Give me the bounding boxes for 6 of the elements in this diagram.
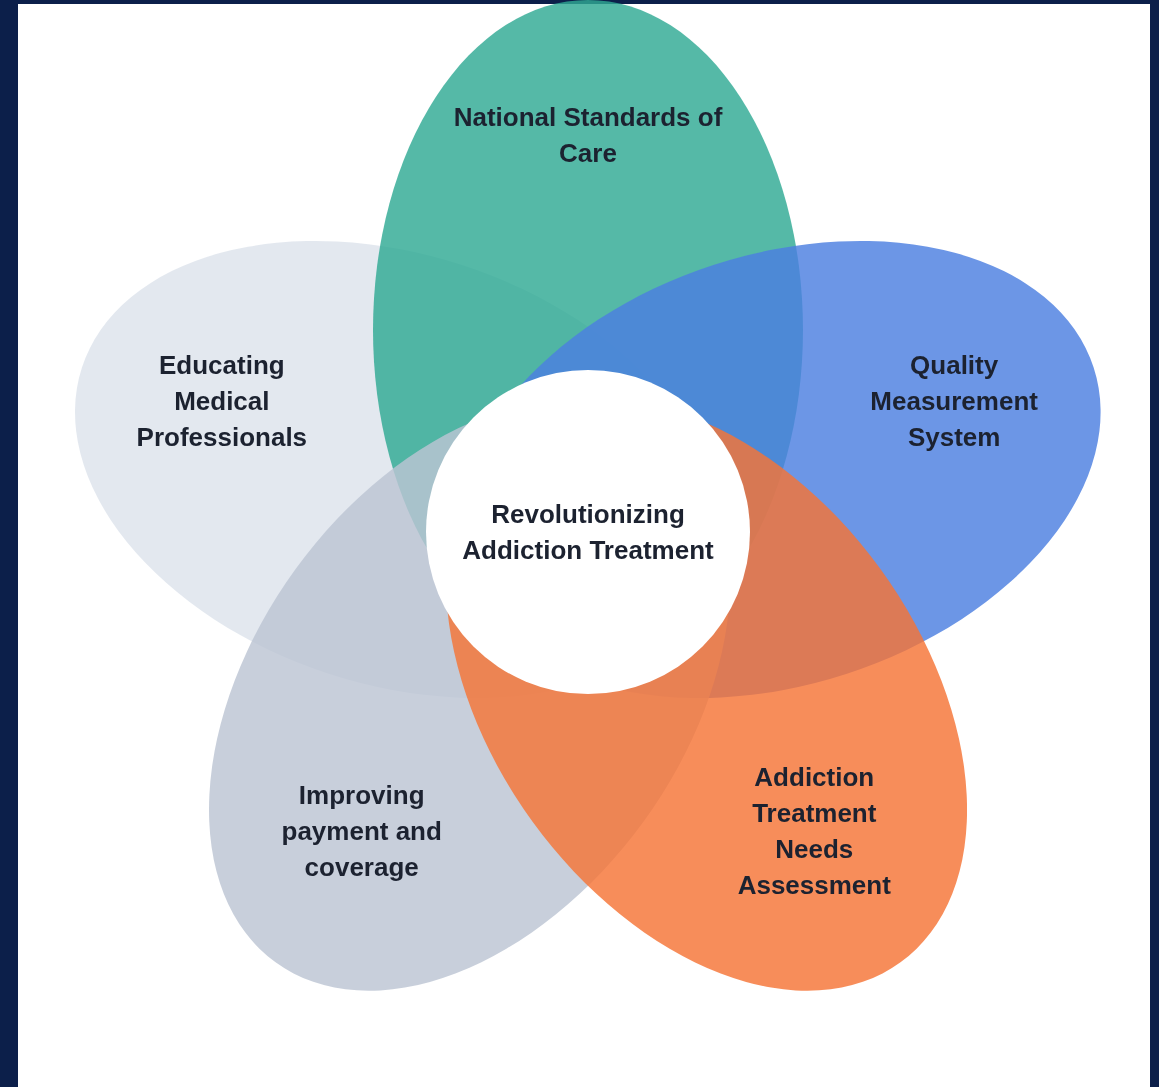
center-label: Revolutionizing Addiction Treatment <box>461 498 715 567</box>
petal-label: National Standards of Care <box>453 101 723 170</box>
petal-label: Improving payment and coverage <box>280 779 443 885</box>
petal-label: Educating Medical Professionals <box>135 349 309 454</box>
petal-label: Addiction Treatment Needs Assessment <box>736 761 892 903</box>
petal-label: Quality Measurement System <box>869 349 1039 454</box>
